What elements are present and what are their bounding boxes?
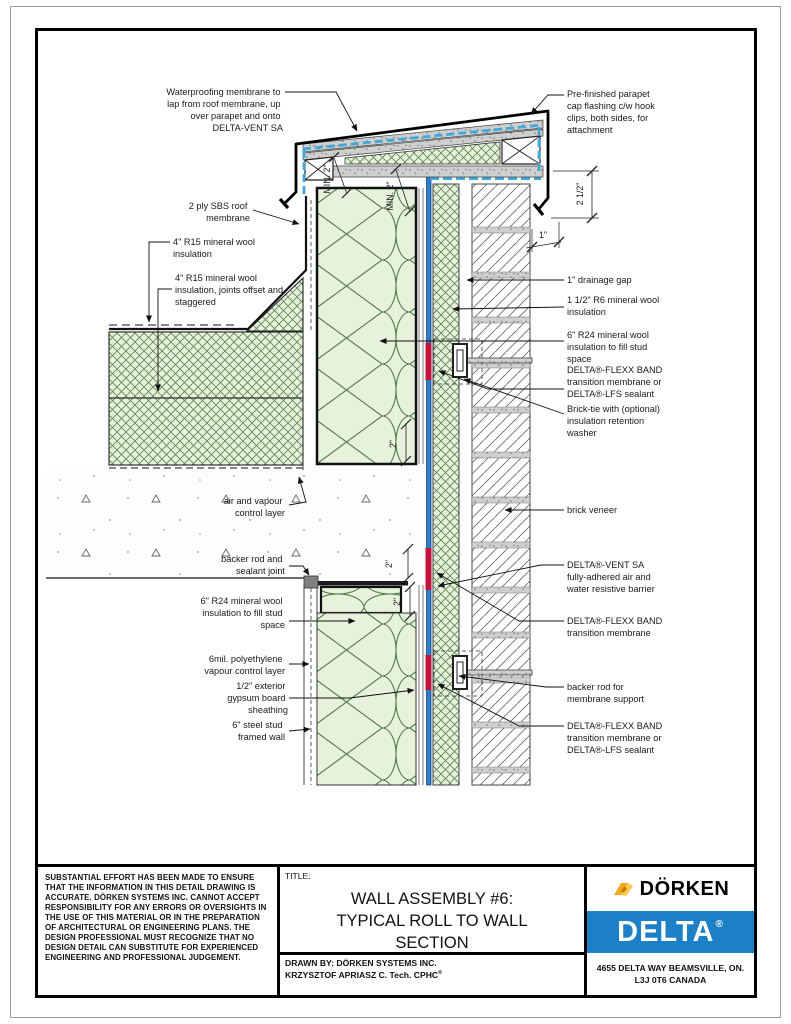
address-line1: 4655 DELTA WAY BEAMSVILLE, ON. bbox=[596, 962, 745, 973]
dorken-flag-icon bbox=[613, 883, 633, 896]
drawn-by-line1: DRAWN BY: DÖRKEN SYSTEMS INC. bbox=[285, 958, 437, 968]
backer-rod-sealant-block bbox=[303, 575, 319, 589]
concrete-roof-deck bbox=[46, 467, 420, 579]
brick-tie-upper bbox=[433, 338, 533, 385]
drawn-by-line2: KRZYSZTOF APRIASZ C. Tech. CPHC® bbox=[285, 969, 443, 980]
disclaimer-cell: SUBSTANTIAL EFFORT HAS BEEN MADE TO ENSU… bbox=[38, 867, 280, 995]
label-r15-insulation: 4" R15 mineral wool insulation bbox=[173, 237, 257, 259]
stud-wall-lower bbox=[303, 575, 424, 786]
wood-blocking-right bbox=[501, 135, 541, 165]
dorken-wordmark: DÖRKEN bbox=[639, 877, 730, 900]
drawing-title-line: SECTION bbox=[395, 933, 469, 952]
label-flexx-band-lower: DELTA®-FLEXX BAND transition membrane or… bbox=[567, 721, 665, 755]
label-r15-insulation-staggered: 4" R15 mineral wool insulation, joints o… bbox=[175, 273, 286, 307]
sheet-outer-border bbox=[10, 6, 781, 1018]
dimension-min2a-text: MIN. 2" bbox=[322, 164, 332, 193]
dimension-2a bbox=[400, 418, 412, 467]
stud-wall-upper bbox=[315, 186, 424, 466]
label-brick-veneer: brick veneer bbox=[567, 505, 617, 515]
label-waterproofing: Waterproofing membrane to lap from roof … bbox=[166, 87, 283, 133]
label-backer-rod-support: backer rod for membrane support bbox=[567, 682, 645, 704]
dimension-min2b bbox=[390, 163, 416, 217]
title-label: TITLE: bbox=[285, 871, 311, 881]
dimension-2b bbox=[402, 543, 414, 584]
label-flexx-band-mid: DELTA®-FLEXX BAND transition membrane bbox=[567, 616, 665, 638]
flexx-band-strips bbox=[425, 343, 432, 690]
drawn-by: DRAWN BY: DÖRKEN SYSTEMS INC. KRZYSZTOF … bbox=[280, 952, 584, 995]
brick-veneer bbox=[471, 183, 531, 786]
drawing-title-line: TYPICAL ROLL TO WALL bbox=[336, 911, 528, 930]
label-drainage-gap: 1" drainage gap bbox=[567, 275, 632, 285]
label-r24-lower: 6" R24 mineral wool insulation to fill s… bbox=[201, 596, 285, 630]
dimension-2a-text: 2" bbox=[388, 440, 398, 448]
parapet-assembly bbox=[278, 109, 550, 217]
registered-mark: ® bbox=[715, 918, 724, 930]
address: 4655 DELTA WAY BEAMSVILLE, ON. L3J 0T6 C… bbox=[587, 953, 754, 995]
parapet-membrane-blue bbox=[302, 123, 543, 197]
title-block: SUBSTANTIAL EFFORT HAS BEEN MADE TO ENSU… bbox=[35, 864, 757, 998]
drawing-title: WALL ASSEMBLY #6: TYPICAL ROLL TO WALL S… bbox=[280, 889, 584, 954]
parapet-plywood-bottom bbox=[332, 165, 544, 178]
wood-blocking-left bbox=[304, 156, 334, 181]
flexx-band-strip-mid bbox=[425, 548, 432, 590]
flexx-band-strip-upper bbox=[425, 343, 432, 380]
dorken-logo: DÖRKEN bbox=[587, 867, 754, 911]
dimension-min2a bbox=[328, 151, 353, 199]
mortar-joints bbox=[471, 226, 531, 774]
label-vent-sa: DELTA®-VENT SA fully-adhered air and wat… bbox=[566, 560, 655, 594]
r6-insulation-strip bbox=[432, 183, 460, 786]
address-line2: L3J 0T6 CANADA bbox=[634, 975, 707, 985]
dimension-2c bbox=[404, 581, 416, 622]
dimension-2c-text: 2" bbox=[392, 598, 402, 606]
label-steel-stud-wall: 6" steel stud framed wall bbox=[232, 720, 285, 742]
dimension-cap-drop-text: 2 1/2" bbox=[575, 183, 585, 206]
title-area: TITLE: WALL ASSEMBLY #6: TYPICAL ROLL TO… bbox=[280, 867, 584, 952]
label-sbs-membrane: 2 ply SBS roof membrane bbox=[189, 201, 250, 223]
registered-mark: ® bbox=[438, 969, 443, 976]
brick-tie-lower bbox=[433, 650, 533, 697]
delta-logo-band: DELTA® bbox=[587, 911, 754, 953]
insulation-blocking bbox=[319, 585, 403, 615]
disclaimer-text: SUBSTANTIAL EFFORT HAS BEEN MADE TO ENSU… bbox=[45, 873, 267, 963]
label-r6-insulation: 1 1/2" R6 mineral wool insulation bbox=[567, 295, 662, 317]
sbs-membrane-line bbox=[109, 196, 308, 331]
dimension-overhang-text: 1" bbox=[539, 230, 547, 240]
delta-wordmark: DELTA® bbox=[617, 915, 724, 948]
label-brick-tie: Brick-tie with (optional) insulation ret… bbox=[566, 404, 663, 438]
label-flexx-band-upper: DELTA®-FLEXX BAND transition membrane or… bbox=[567, 365, 665, 399]
dimension-2b-text: 2" bbox=[384, 560, 394, 568]
label-r24-upper: 6" R24 mineral wool insulation to fill s… bbox=[567, 330, 651, 364]
dimension-overhang bbox=[525, 222, 565, 253]
dimension-cap-drop bbox=[551, 165, 599, 224]
label-poly-vapour-layer: 6mil. polyethylene vapour control layer bbox=[204, 654, 285, 676]
parapet-insulation bbox=[344, 141, 501, 165]
roof-insulation bbox=[108, 196, 308, 466]
top-track bbox=[318, 581, 408, 586]
leader-lines bbox=[146, 91, 565, 733]
label-gypsum-sheathing: 1/2" exterior gypsum board sheathing bbox=[227, 681, 288, 715]
label-air-vapour-layer: air and vapour control layer bbox=[224, 496, 285, 518]
drawing-title-line: WALL ASSEMBLY #6: bbox=[350, 890, 514, 908]
label-parapet-cap: Pre-finished parapet cap flashing c/w ho… bbox=[567, 89, 657, 135]
title-cell: TITLE: WALL ASSEMBLY #6: TYPICAL ROLL TO… bbox=[280, 867, 587, 995]
flexx-band-strip-lower bbox=[425, 655, 432, 690]
logo-cell: DÖRKEN DELTA® 4655 DELTA WAY BEAMSVILLE,… bbox=[587, 867, 754, 995]
dimension-min2b-text: MIN. 2" bbox=[385, 181, 395, 210]
parapet-cap-flashing bbox=[278, 109, 550, 217]
label-backer-rod-joint: backer rod and sealant joint bbox=[221, 554, 285, 576]
